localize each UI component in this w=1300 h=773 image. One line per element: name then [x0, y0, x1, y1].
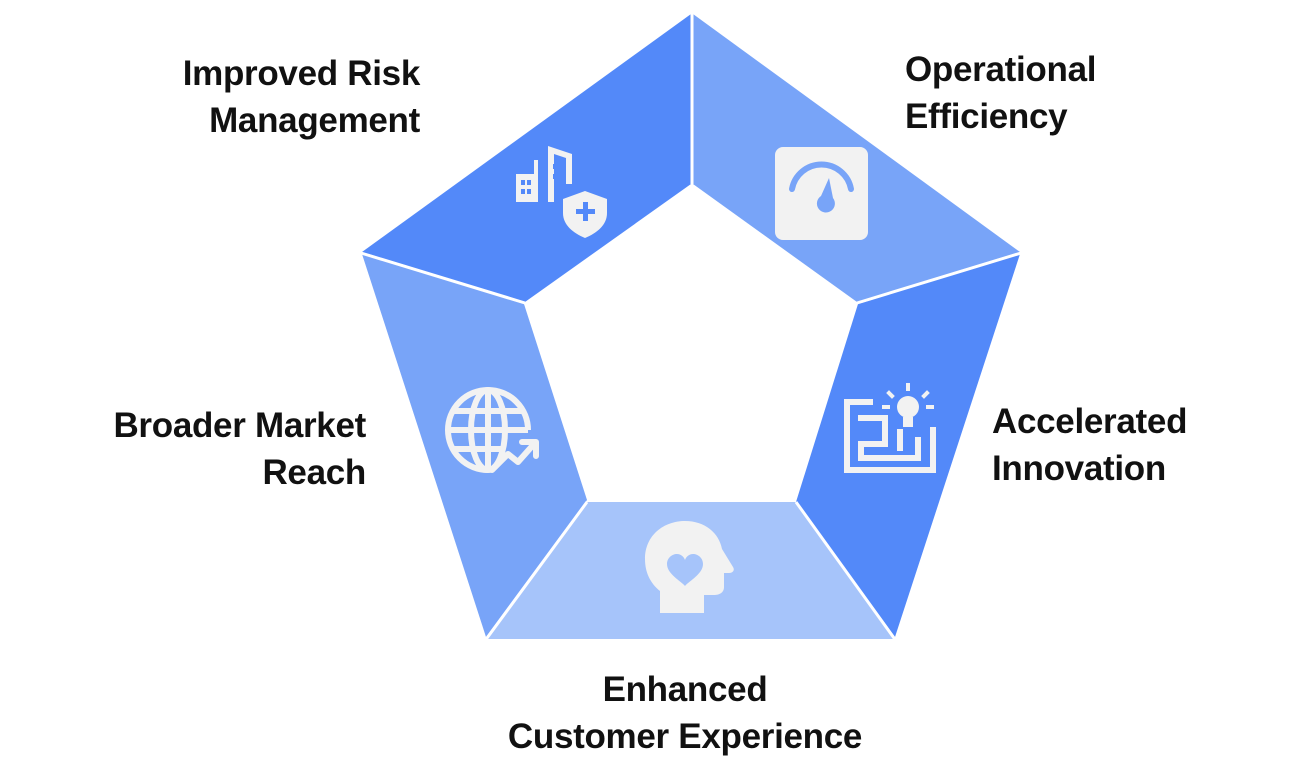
label-line: Broader Market — [113, 406, 366, 445]
head-heart-icon — [645, 521, 734, 613]
label-enhanced-customer-experience: Enhanced Customer Experience — [430, 666, 940, 760]
label-line: Accelerated — [992, 402, 1188, 441]
maze-lightbulb-icon — [844, 383, 936, 473]
label-line: Improved Risk — [182, 54, 421, 93]
label-broader-market-reach: Broader Market Reach — [60, 402, 366, 496]
label-operational-efficiency: Operational Efficiency — [905, 46, 1096, 140]
label-improved-risk-management: Improved Risk Management — [120, 50, 421, 144]
label-line: Enhanced — [602, 670, 768, 709]
building-shield-icon — [516, 146, 607, 238]
label-accelerated-innovation: Accelerated Innovation — [992, 398, 1187, 492]
label-line: Reach — [262, 453, 366, 492]
label-line: Innovation — [992, 449, 1166, 488]
gauge-icon — [775, 147, 868, 240]
segment-innov — [796, 254, 1020, 637]
label-line: Customer Experience — [507, 717, 863, 756]
segment-risk — [362, 14, 691, 302]
globe-growth-icon — [445, 387, 539, 473]
label-line: Efficiency — [905, 97, 1068, 136]
label-line: Operational — [905, 50, 1097, 89]
label-line: Management — [209, 101, 420, 140]
